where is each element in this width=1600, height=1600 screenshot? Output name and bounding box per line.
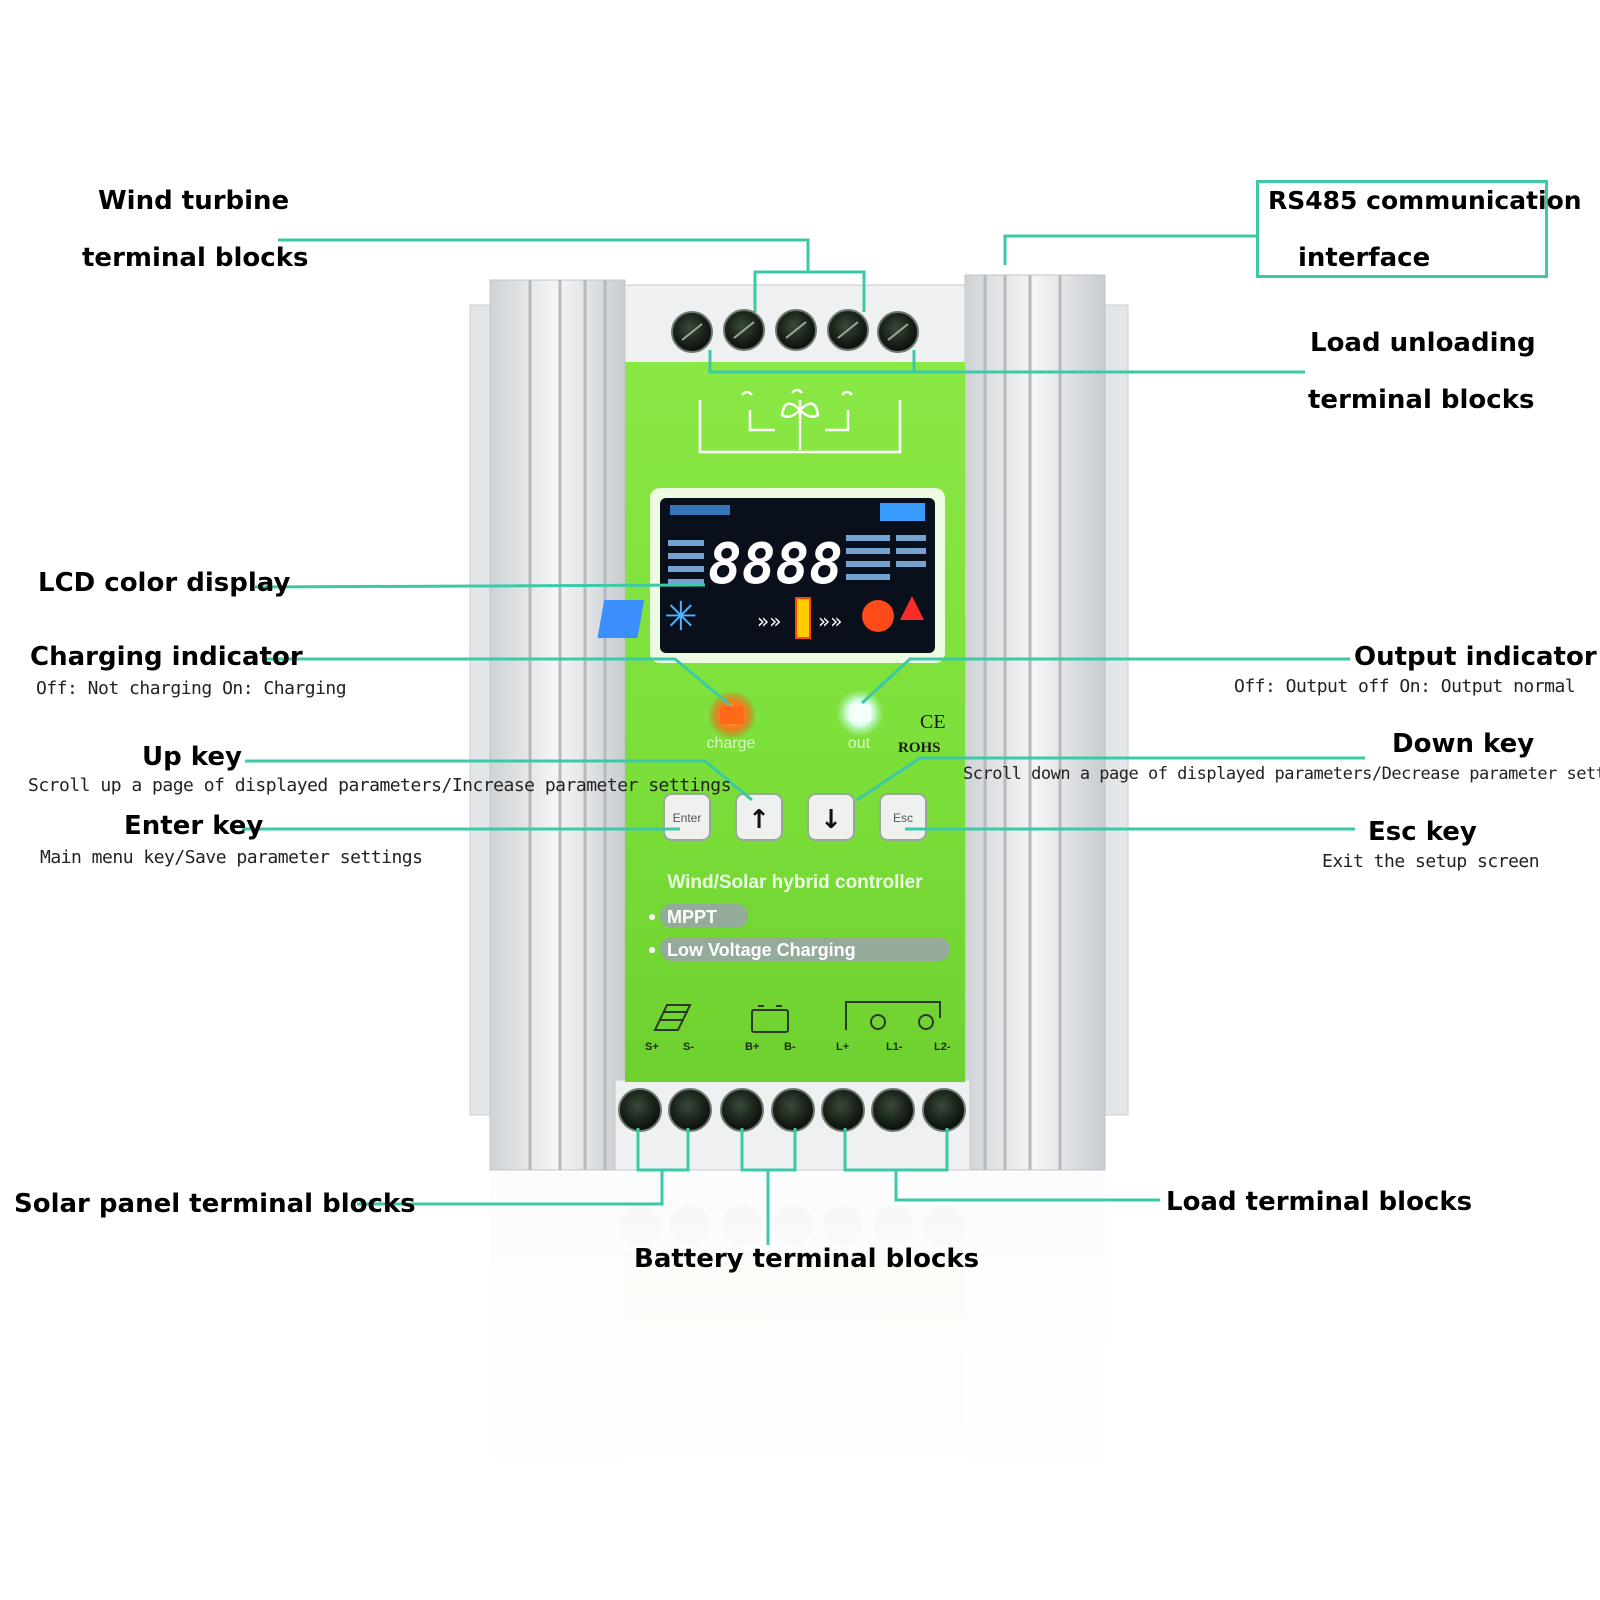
wind-turbine-label-line1: Wind turbine (98, 186, 290, 216)
terminal-screw[interactable] (771, 1088, 815, 1132)
terminal-labels: S+ S- B+ B- L+ L1- L2- (645, 1041, 951, 1053)
terminal-screw[interactable] (720, 1088, 764, 1132)
front-panel (625, 362, 965, 1082)
charge-led: charge (707, 691, 756, 752)
solar-panel-label: Solar panel terminal blocks (14, 1189, 416, 1219)
rs485-label-line1: RS485 communication (1268, 186, 1582, 215)
esc-button[interactable]: Esc (879, 793, 927, 841)
leader-lines (242, 234, 1365, 1245)
rs485-label-line2: interface (1298, 243, 1431, 273)
output-indicator-desc: Off: Output off On: Output normal (1234, 676, 1576, 697)
terminal-screw[interactable] (821, 1088, 865, 1132)
up-key-desc: Scroll up a page of displayed parameters… (28, 775, 731, 796)
mppt-badge: MPPT (649, 904, 748, 928)
charging-indicator-label: Charging indicator (30, 642, 303, 672)
svg-text:charge: charge (707, 735, 756, 752)
output-indicator-label: Output indicator (1354, 642, 1597, 672)
low-voltage-badge: Low Voltage Charging (649, 937, 950, 961)
rohs-mark: ROHS (898, 740, 941, 756)
terminal-screw[interactable] (618, 1088, 662, 1132)
terminal-screw[interactable] (668, 1088, 712, 1132)
svg-text:S+: S+ (645, 1041, 659, 1053)
enter-key-label: Enter key (124, 811, 264, 841)
svg-text:✳: ✳ (664, 594, 698, 640)
left-heatsink (489, 279, 626, 1171)
terminal-screw[interactable] (922, 1088, 966, 1132)
svg-text:MPPT: MPPT (667, 907, 717, 927)
svg-text:out: out (848, 735, 871, 752)
battery-terminal-label: Battery terminal blocks (634, 1244, 980, 1274)
svg-text:S-: S- (683, 1041, 694, 1053)
esc-key-desc: Exit the setup screen (1322, 851, 1540, 872)
down-button[interactable]: ↓ (807, 793, 855, 841)
svg-text:L1-: L1- (886, 1041, 903, 1053)
svg-text:B-: B- (784, 1041, 796, 1053)
esc-key-label: Esc key (1368, 817, 1477, 847)
svg-text:L+: L+ (836, 1041, 849, 1053)
svg-text:B+: B+ (745, 1041, 759, 1053)
lcd-display: 8888 ✳ »» »» (597, 488, 945, 663)
out-led: out (836, 689, 884, 752)
svg-text:Esc: Esc (893, 811, 913, 825)
lcd-label: LCD color display (38, 568, 291, 598)
lcd-status-icons: ✳ »» »» (597, 594, 924, 640)
svg-text:L2-: L2- (934, 1041, 951, 1053)
load-unloading-label-line1: Load unloading (1310, 328, 1536, 358)
battery-icon (751, 1005, 789, 1033)
up-key-label: Up key (142, 742, 242, 772)
load-terminal-label: Load terminal blocks (1166, 1187, 1473, 1217)
ce-mark: CE (920, 711, 946, 733)
terminal-screw[interactable] (871, 1088, 915, 1132)
load-icon (845, 1001, 941, 1030)
controller-housing (469, 274, 1129, 1171)
wind-turbine-icon (698, 388, 902, 454)
product-title: Wind/Solar hybrid controller (667, 872, 923, 893)
right-heatsink (964, 274, 1106, 1171)
top-terminal-screws (671, 309, 919, 353)
load-unloading-label-line2: terminal blocks (1308, 385, 1535, 415)
enter-button[interactable]: Enter (663, 793, 711, 841)
down-key-desc: Scroll down a page of displayed paramete… (963, 764, 1600, 784)
down-key-label: Down key (1392, 729, 1535, 759)
charging-indicator-desc: Off: Not charging On: Charging (36, 678, 347, 699)
enter-key-desc: Main menu key/Save parameter settings (40, 847, 423, 868)
svg-text:»»: »» (757, 609, 781, 633)
up-button[interactable]: ↑ (735, 793, 783, 841)
arrow-down-icon: ↓ (820, 805, 842, 835)
svg-text:Enter: Enter (673, 811, 702, 825)
rs485-callout-box (1256, 180, 1548, 278)
svg-text:Low Voltage Charging: Low Voltage Charging (667, 940, 856, 960)
lcd-digits: 8888 (708, 532, 843, 597)
arrow-up-icon: ↑ (748, 805, 770, 835)
wind-turbine-label-line2: terminal blocks (82, 243, 309, 273)
solar-panel-icon (653, 1004, 692, 1031)
svg-text:»»: »» (818, 609, 842, 633)
bottom-terminal-screws (618, 1088, 966, 1132)
